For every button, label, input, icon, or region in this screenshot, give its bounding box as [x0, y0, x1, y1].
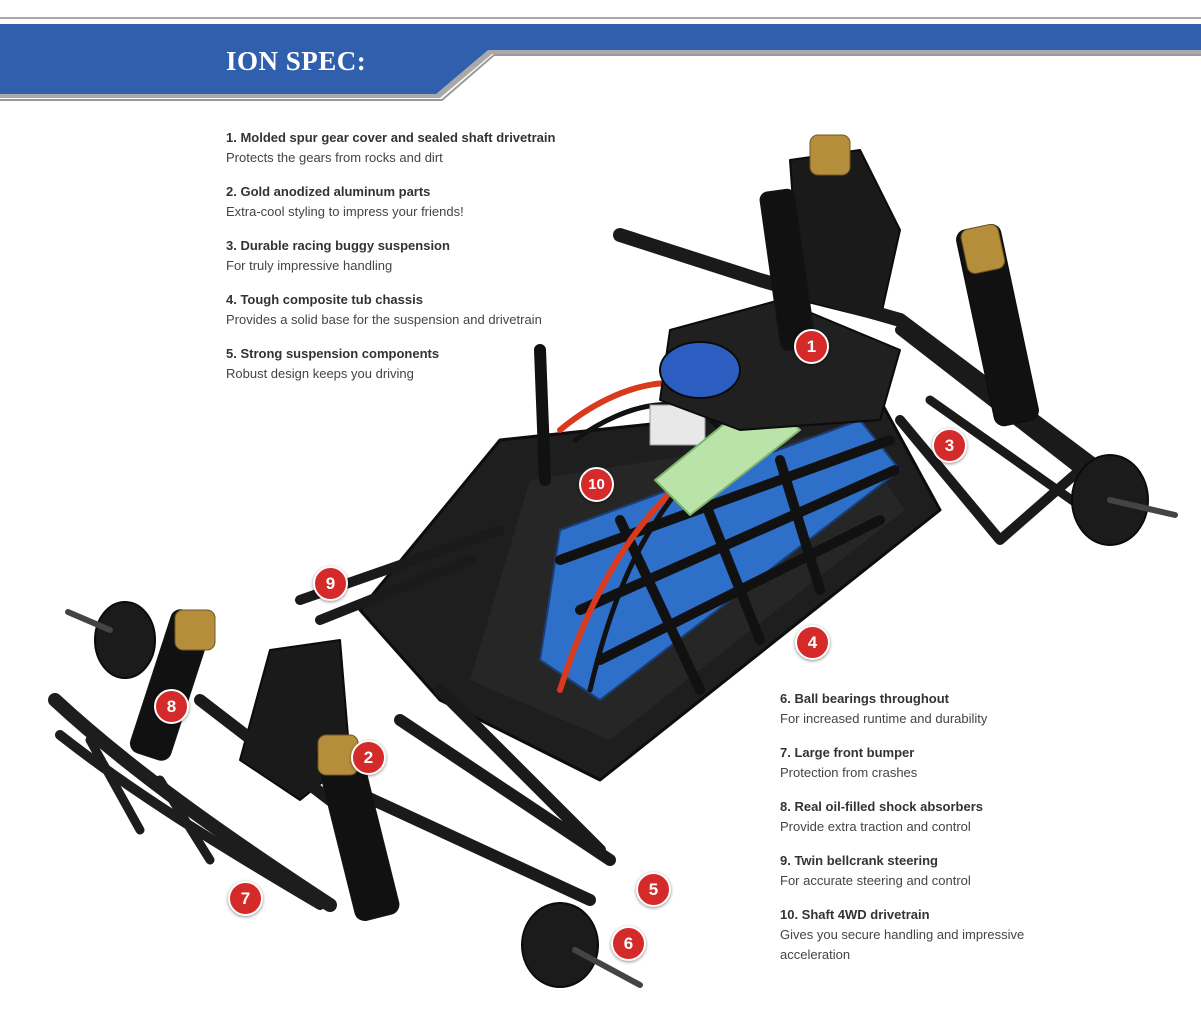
callout-6: 6: [611, 926, 646, 961]
spec-item-9: 9. Twin bellcrank steering For accurate …: [780, 851, 971, 891]
spec-item-2: 2. Gold anodized aluminum parts Extra-co…: [226, 182, 464, 222]
spec-title: 3. Durable racing buggy suspension: [226, 238, 450, 253]
spec-title: 6. Ball bearings throughout: [780, 691, 950, 706]
spec-item-5: 5. Strong suspension components Robust d…: [226, 344, 439, 384]
spec-item-6: 6. Ball bearings throughout For increase…: [780, 689, 987, 729]
spec-description: Provide extra traction and control: [780, 819, 971, 834]
spec-description: Provides a solid base for the suspension…: [226, 312, 542, 327]
page-title: ION SPEC:: [226, 46, 367, 76]
callout-4: 4: [795, 625, 830, 660]
spec-item-8: 8. Real oil-filled shock absorbers Provi…: [780, 797, 983, 837]
spec-description: For accurate steering and control: [780, 873, 971, 888]
spec-item-1: 1. Molded spur gear cover and sealed sha…: [226, 128, 555, 168]
callout-5: 5: [636, 872, 671, 907]
spec-description: Extra-cool styling to impress your frien…: [226, 204, 464, 219]
spec-description: Robust design keeps you driving: [226, 366, 414, 381]
spec-item-7: 7. Large front bumper Protection from cr…: [780, 743, 917, 783]
spec-title: 2. Gold anodized aluminum parts: [226, 184, 431, 199]
callout-1: 1: [794, 329, 829, 364]
callout-2: 2: [351, 740, 386, 775]
spec-title: 7. Large front bumper: [780, 745, 915, 760]
spec-title: 9. Twin bellcrank steering: [780, 853, 938, 868]
spec-title: 4. Tough composite tub chassis: [226, 292, 423, 307]
spec-description: Protection from crashes: [780, 765, 918, 780]
callout-7: 7: [228, 881, 263, 916]
spec-title: 8. Real oil-filled shock absorbers: [780, 799, 984, 814]
spec-item-10: 10. Shaft 4WD drivetrain Gives you secur…: [780, 905, 1040, 965]
callout-10: 10: [579, 467, 614, 502]
callout-3: 3: [932, 428, 967, 463]
spec-description: For truly impressive handling: [226, 258, 393, 273]
banner-graphic: [0, 17, 1201, 101]
spec-title: 1. Molded spur gear cover and sealed sha…: [226, 130, 556, 145]
spec-item-3: 3. Durable racing buggy suspension For t…: [226, 236, 450, 276]
spec-description: For increased runtime and durability: [780, 711, 988, 726]
spec-title: 5. Strong suspension components: [226, 346, 440, 361]
spec-description: Protects the gears from rocks and dirt: [226, 150, 443, 165]
spec-item-4: 4. Tough composite tub chassis Provides …: [226, 290, 542, 330]
callout-8: 8: [154, 689, 189, 724]
spec-description: Gives you secure handling and impressive…: [780, 927, 1025, 962]
spec-title: 10. Shaft 4WD drivetrain: [780, 907, 930, 922]
chassis-photo: [48, 134, 1178, 988]
callout-9: 9: [313, 566, 348, 601]
